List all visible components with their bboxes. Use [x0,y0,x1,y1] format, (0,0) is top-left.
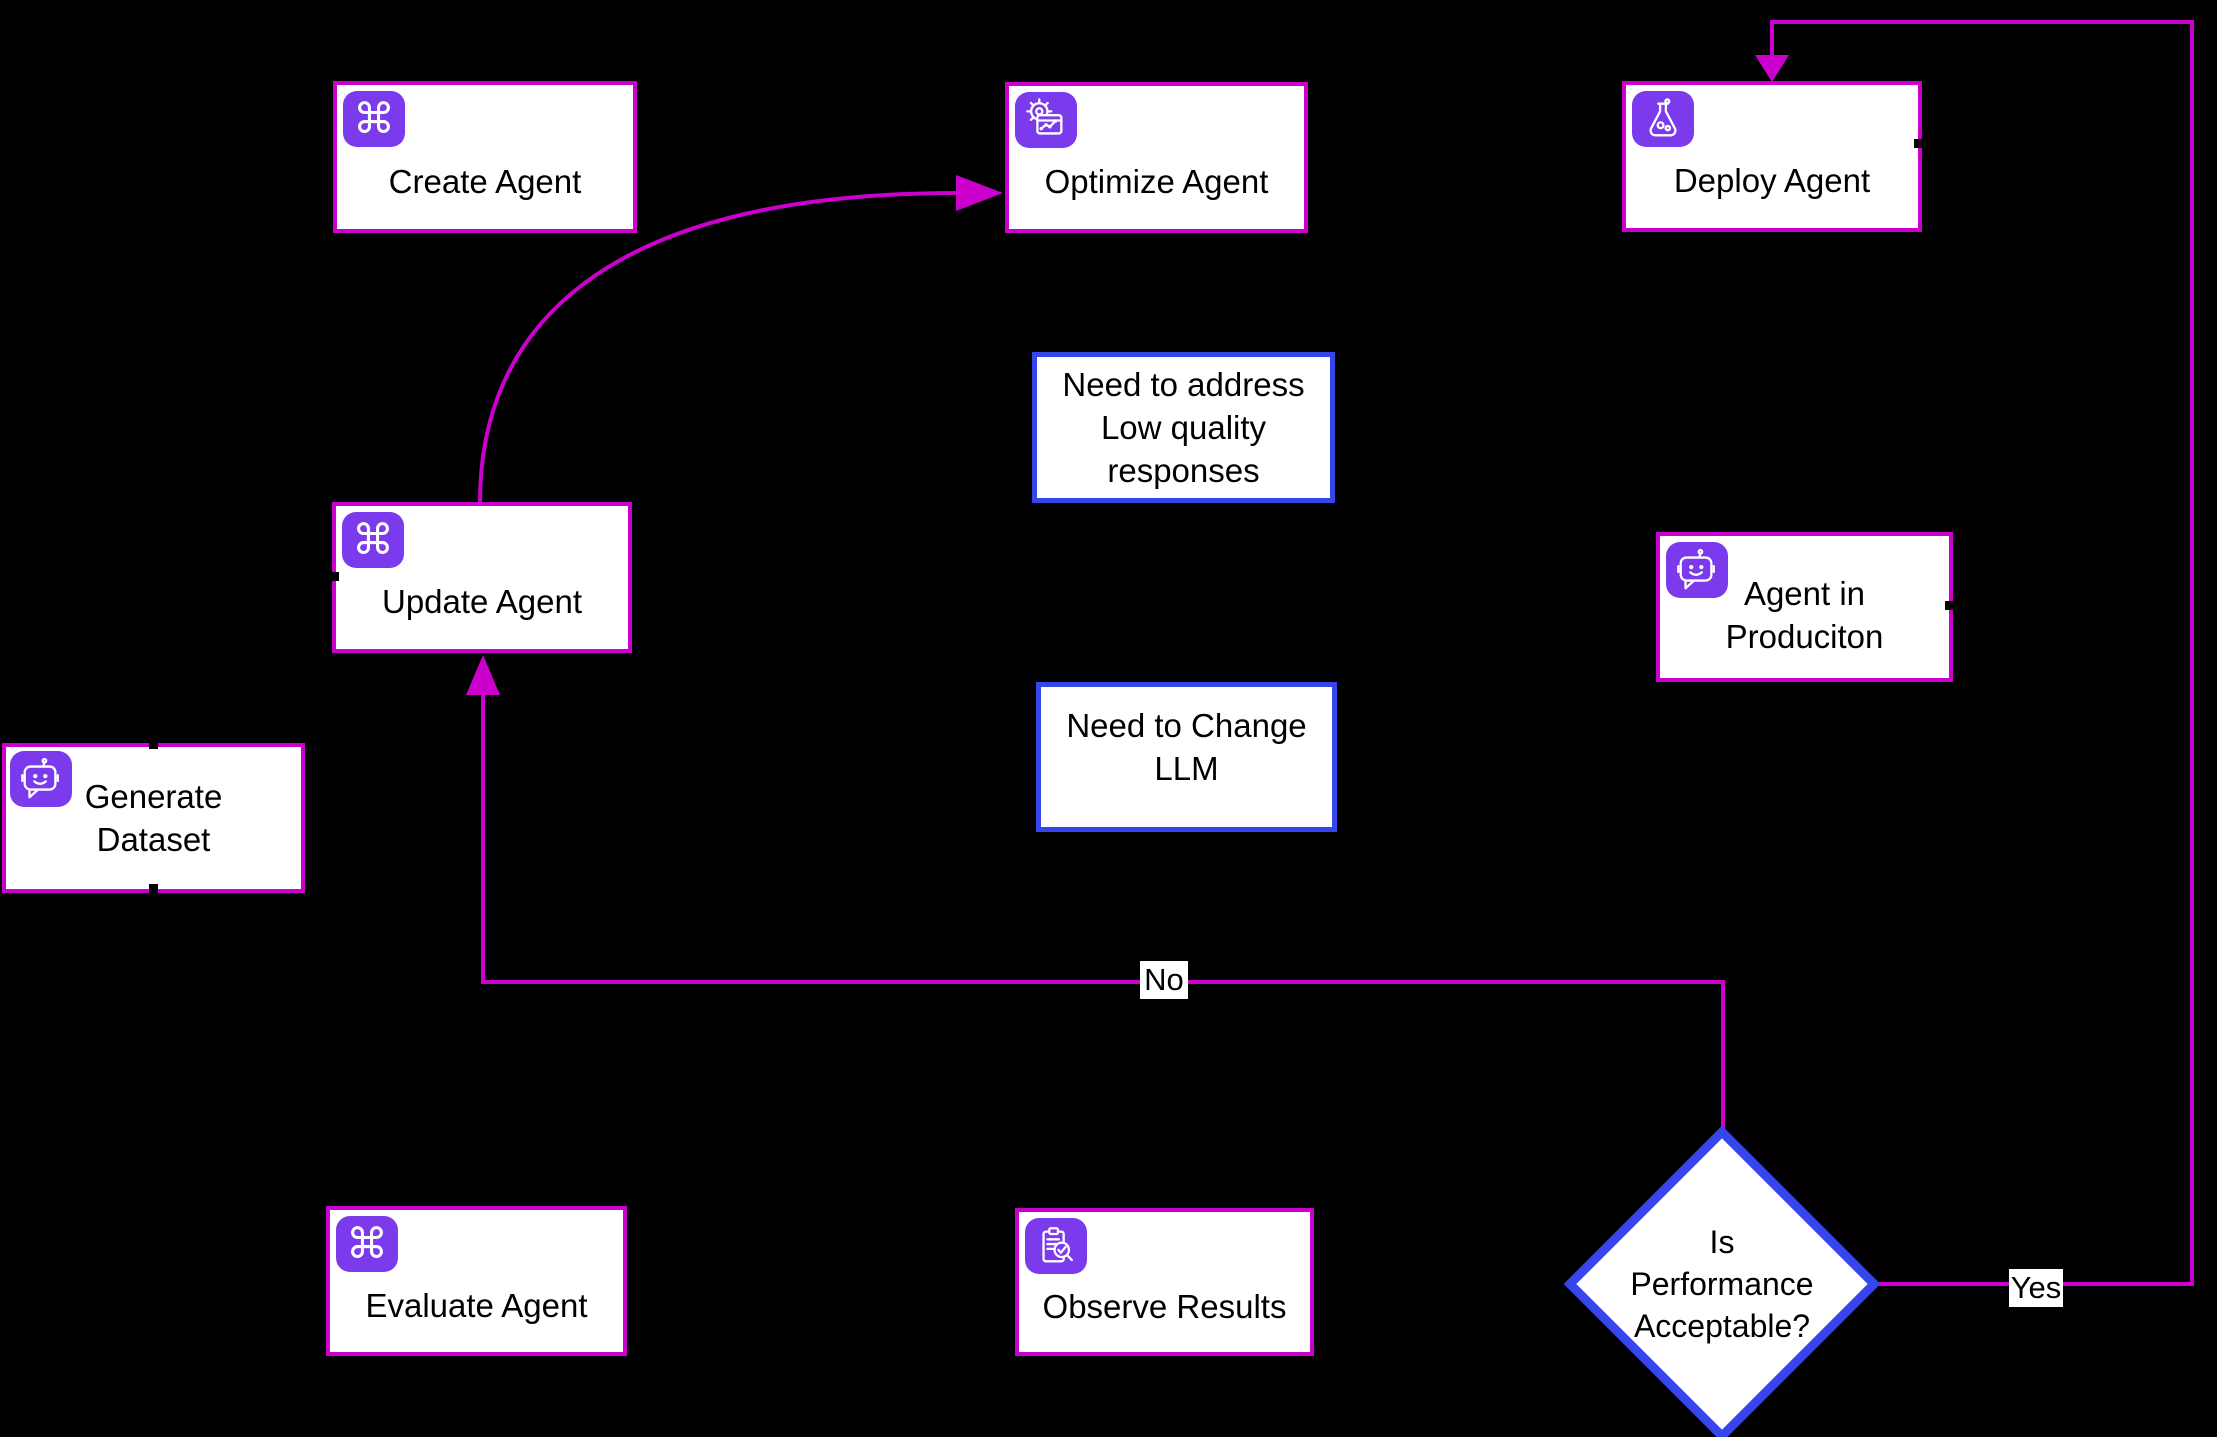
command-icon: ⌘ [336,1216,398,1272]
node-label: Generate Dataset [84,778,223,858]
node-update-agent: ⌘ Update Agent [332,502,632,653]
node-label: Update Agent [382,583,582,620]
node-label: Deploy Agent [1673,162,1871,199]
connector-stub [149,884,158,894]
robot-chat-icon [1666,542,1728,598]
edge-label-yes: Yes [2009,1269,2063,1307]
edge-update-to-optimize [478,191,959,503]
node-label: Observe Results [1042,1287,1287,1325]
edge-yes [1770,20,2194,1286]
edge-update-to-optimize-arrowhead [956,175,1003,211]
connector-stub [1945,601,1955,610]
node-generate-dataset: Generate Dataset [2,743,305,893]
node-label: Agent in Produciton [1725,575,1884,655]
node-need-change-llm: Need to Change LLM [1036,682,1337,832]
node-observe-results: Observe Results [1015,1208,1314,1356]
node-need-address-low-quality: Need to address Low quality responses [1032,352,1335,503]
gear-chart-icon [1015,92,1077,148]
command-icon: ⌘ [343,91,405,147]
node-evaluate-agent: ⌘ Evaluate Agent [326,1206,627,1356]
node-create-agent: ⌘ Create Agent [333,81,637,233]
node-label: Evaluate Agent [365,1286,588,1324]
command-icon: ⌘ [342,512,404,568]
clipboard-search-icon [1025,1218,1087,1274]
node-label: Need to address Low quality responses [1062,366,1305,489]
edge-no [481,695,1725,1132]
decision-diamond [1563,1125,1881,1437]
edge-yes-arrowhead [1755,55,1789,82]
connector-stub [329,572,339,581]
edge-no-arrowhead [466,655,500,695]
node-label: Optimize Agent [1044,163,1269,200]
node-label: Need to Change LLM [1066,707,1307,787]
node-is-performance-acceptable: Is Performance Acceptable? [1630,1224,1814,1344]
node-optimize-agent: Optimize Agent [1005,82,1308,233]
robot-chat-icon [10,751,72,807]
node-deploy-agent: Deploy Agent [1622,81,1922,232]
flask-icon [1632,91,1694,147]
node-agent-in-production: Agent in Produciton [1656,532,1953,682]
node-label: Create Agent [388,162,582,200]
connector-stub [149,739,158,749]
connector-stub [1914,139,1924,148]
edge-label-no: No [1140,961,1188,999]
